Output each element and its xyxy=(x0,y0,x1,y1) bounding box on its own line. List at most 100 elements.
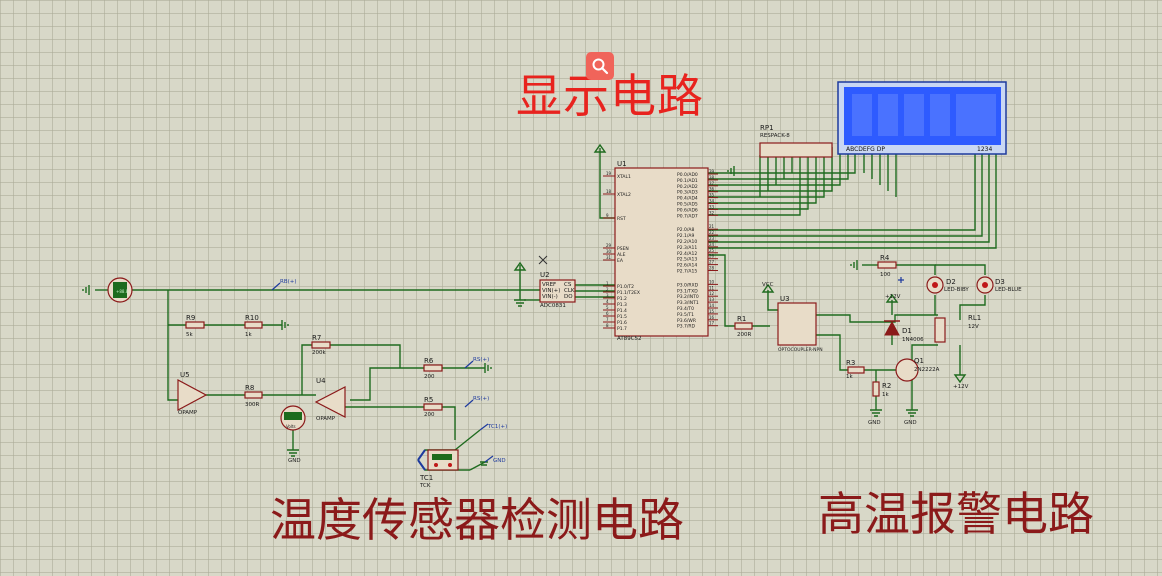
mcu-pin-number: 18 xyxy=(606,189,612,194)
label-d2: D2 xyxy=(946,278,956,286)
net-rs-2: RS(+) xyxy=(473,396,489,402)
mcu-pin-number: 19 xyxy=(606,171,612,176)
rpack-rp1[interactable] xyxy=(759,142,833,158)
mcu-pin-name: P2.6/A14 xyxy=(677,263,697,269)
label-u5: U5 xyxy=(180,371,190,379)
label-r2: R2 xyxy=(882,382,891,390)
transistor-q1[interactable] xyxy=(895,358,919,382)
mcu-pin-name: P1.0/T2 xyxy=(617,284,634,290)
resistor-r9[interactable] xyxy=(185,321,205,329)
mcu-pin-name: P2.3/A11 xyxy=(677,245,697,251)
mcu-pin-name: P1.7 xyxy=(617,326,627,332)
mcu-pin-number: 25 xyxy=(709,248,715,253)
net-rs: RS(+) xyxy=(473,357,489,363)
label-r10: R10 xyxy=(245,314,259,322)
lcd-display[interactable] xyxy=(837,81,1007,155)
mcu-pin-name: P0.6/AD6 xyxy=(677,207,698,213)
resistor-r3[interactable] xyxy=(847,366,865,374)
resistor-r1[interactable] xyxy=(734,322,753,330)
value-u3: OPTOCOUPLER-NPN xyxy=(778,347,823,353)
mcu-pin-number: 10 xyxy=(709,279,715,284)
mcu-pin-name: P1.6 xyxy=(617,320,627,326)
value-d3: LED-BLUE xyxy=(995,287,1022,293)
adc-pin-do: DO xyxy=(564,294,573,300)
resistor-r10[interactable] xyxy=(244,321,263,329)
value-rl1: 12V xyxy=(968,324,979,330)
mcu-pin-number: 24 xyxy=(709,242,715,247)
thermocouple-tc1[interactable] xyxy=(417,449,459,471)
resistor-r7[interactable] xyxy=(311,341,331,349)
resistor-r4[interactable] xyxy=(877,261,897,269)
net-gnd-tc: GND xyxy=(493,458,506,464)
adc-pin-cs: CS xyxy=(564,282,572,288)
mcu-pins: XTAL119XTAL218RST9PSEN29ALE30EA31P1.0/T2… xyxy=(603,169,718,332)
mcu-pin-number: 6 xyxy=(606,311,609,316)
value-r10: 1k xyxy=(245,332,252,338)
adc-u2[interactable] xyxy=(539,279,576,303)
mcu-pin-name: P2.0/A8 xyxy=(677,227,694,233)
zoom-button[interactable] xyxy=(586,52,614,80)
search-icon xyxy=(592,58,609,75)
mcu-pin-name: XTAL2 xyxy=(617,192,631,198)
mcu-pin-name: P3.0/RXD xyxy=(677,282,699,288)
mcu-u1[interactable] xyxy=(614,167,709,337)
no-connect-mark xyxy=(538,255,548,265)
mcu-pin-name: P0.3/AD3 xyxy=(677,190,698,196)
voltmeter-left[interactable] xyxy=(107,277,133,303)
label-r4: R4 xyxy=(880,254,890,262)
mcu-pin-number: 34 xyxy=(709,199,715,204)
label-u1: U1 xyxy=(617,160,627,168)
mcu-pin-number: 23 xyxy=(709,236,715,241)
relay-rl1[interactable] xyxy=(934,317,946,343)
mcu-pin-name: P2.2/A10 xyxy=(677,239,697,245)
mcu-pin-number: 5 xyxy=(606,305,609,310)
mcu-pin-name: P3.3/INT1 xyxy=(677,300,699,306)
components xyxy=(177,142,994,418)
mcu-pin-number: 21 xyxy=(709,224,715,229)
label-r3: R3 xyxy=(846,359,855,367)
mcu-pin-name: P1.4 xyxy=(617,308,627,314)
net-gnd-r2: GND xyxy=(868,420,881,426)
label-u2: U2 xyxy=(540,271,550,279)
mcu-pin-number: 12 xyxy=(709,291,715,296)
value-u5: OPAMP xyxy=(178,410,198,416)
diode-d1[interactable] xyxy=(884,320,900,336)
resistor-r8[interactable] xyxy=(244,391,263,399)
mcu-pin-number: 9 xyxy=(606,213,609,218)
labels: U1 AT89C52 U2 ADC0831 VREF VIN(+) VIN(-)… xyxy=(116,124,1022,489)
optocoupler-u3[interactable] xyxy=(777,302,817,346)
mcu-pin-name: P3.6/WR xyxy=(677,318,696,324)
mcu-pin-name: P0.0/AD0 xyxy=(677,172,698,178)
mcu-pin-number: 8 xyxy=(606,323,609,328)
mcu-pin-name: P3.2/INT0 xyxy=(677,294,699,300)
mcu-pin-name: P1.5 xyxy=(617,314,627,320)
meter-mid-readout: Volts xyxy=(286,424,296,429)
opamp-u4[interactable] xyxy=(314,386,346,418)
voltmeter-mid[interactable] xyxy=(280,405,306,431)
mcu-pin-number: 27 xyxy=(709,260,715,265)
mcu-pin-number: 26 xyxy=(709,254,715,259)
mcu-pin-number: 15 xyxy=(709,309,715,314)
resistor-r2[interactable] xyxy=(872,381,880,397)
wires xyxy=(95,147,997,471)
mcu-pin-name: P3.5/T1 xyxy=(677,312,694,318)
opamp-u5[interactable] xyxy=(177,378,208,412)
mcu-pin-number: 11 xyxy=(709,285,715,290)
value-r9: 5k xyxy=(186,332,193,338)
label-rp1: RP1 xyxy=(760,124,774,132)
label-u2-part: ADC0831 xyxy=(540,303,566,309)
mcu-pin-number: 7 xyxy=(606,317,609,322)
mcu-pin-number: 3 xyxy=(606,293,609,298)
mcu-pin-name: P0.2/AD2 xyxy=(677,184,698,190)
mcu-pin-name: ALE xyxy=(617,252,626,258)
value-r2: 1k xyxy=(882,392,889,398)
resistor-r5[interactable] xyxy=(423,403,443,411)
mcu-pin-number: 14 xyxy=(709,303,715,308)
label-u1-part: AT89C52 xyxy=(617,336,642,342)
resistor-r6[interactable] xyxy=(423,364,443,372)
adc-pin-vinp: VIN(+) xyxy=(542,288,560,294)
label-r9: R9 xyxy=(186,314,195,322)
net-gnd-meter: GND xyxy=(288,458,301,464)
mcu-pin-number: 28 xyxy=(709,266,715,271)
lcd-segments-label: ABCDEFG DP xyxy=(846,146,885,153)
